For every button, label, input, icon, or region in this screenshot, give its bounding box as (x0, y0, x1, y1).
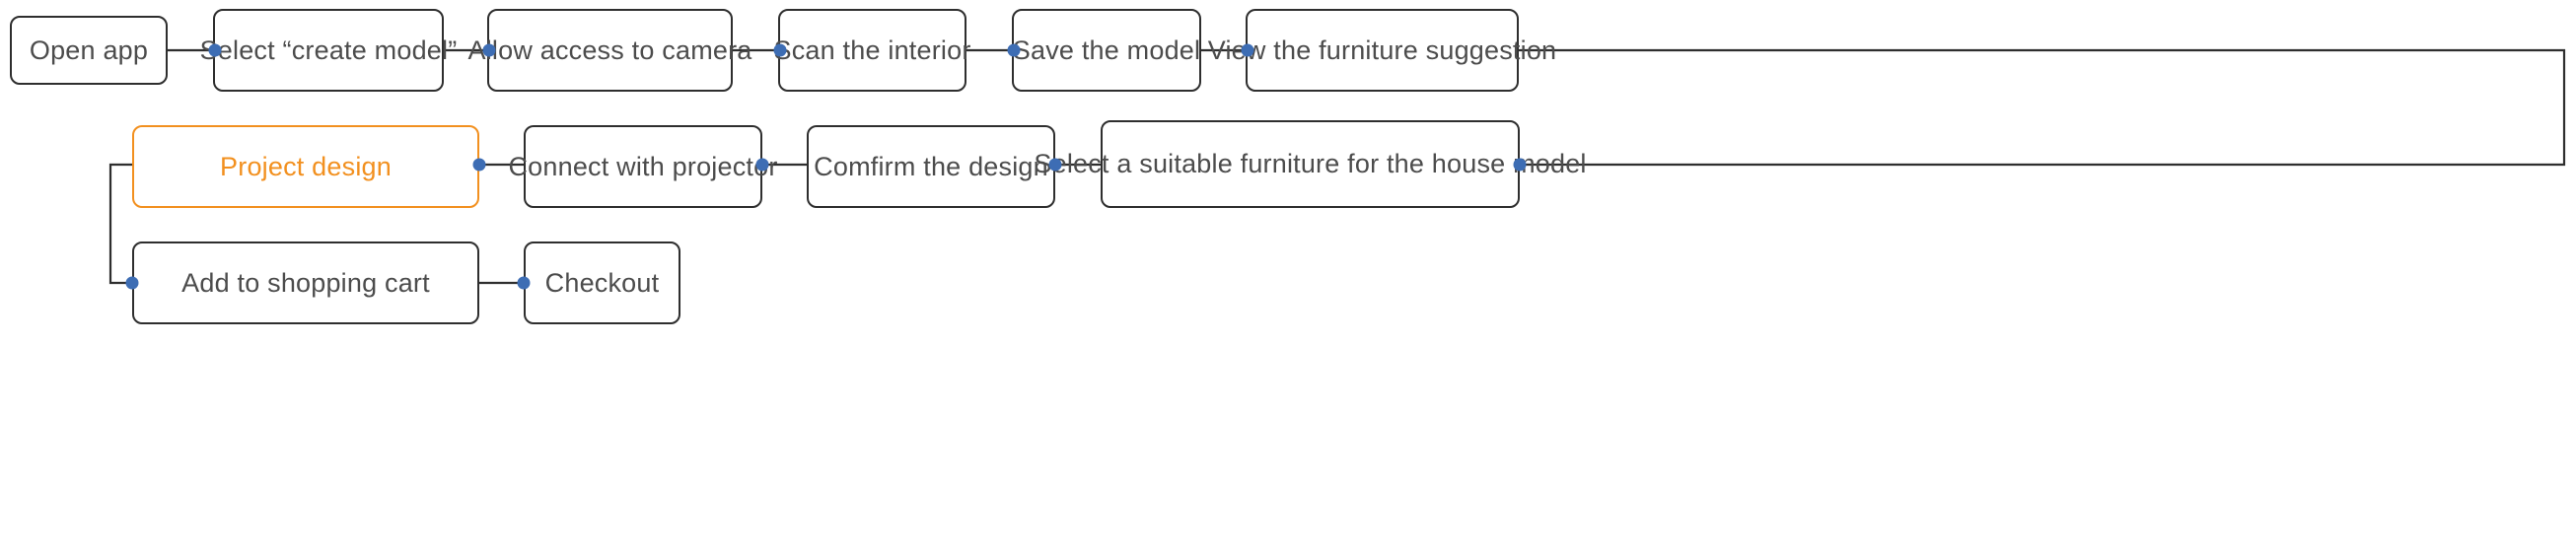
connector-endpoint-dot-scan-interior-to-save-model[interactable] (1007, 43, 1021, 57)
connector-endpoint-dot-add-to-cart-to-checkout[interactable] (517, 276, 531, 290)
connector-endpoint-dot-connect-projector-to-project-design[interactable] (472, 158, 486, 172)
node-project-design[interactable]: Project design (132, 125, 479, 208)
connector-endpoint-dot-select-furniture-to-confirm-design[interactable] (1048, 158, 1062, 172)
node-label-scan-interior: Scan the interior (773, 34, 971, 65)
node-label-confirm-design: Comfirm the design (814, 151, 1048, 181)
node-label-save-model: Save the model (1012, 34, 1201, 65)
connector-view-suggestion-to-select-furniture (1517, 48, 2566, 167)
connector-project-design-to-add-to-cart (108, 163, 134, 285)
node-confirm-design[interactable]: Comfirm the design (807, 125, 1055, 208)
node-select-furniture[interactable]: Select a suitable furniture for the hous… (1034, 120, 1586, 208)
node-label-view-suggestion: View the furniture suggestion (1207, 34, 1557, 65)
node-label-select-furniture: Select a suitable furniture for the hous… (1034, 149, 1587, 179)
connector-endpoint-dot-project-design-to-add-to-cart[interactable] (125, 276, 139, 290)
connector-endpoint-dot-view-suggestion-to-select-furniture[interactable] (1513, 158, 1527, 172)
node-add-to-cart[interactable]: Add to shopping cart (132, 242, 479, 324)
node-label-allow-camera: Allow access to camera (467, 34, 752, 65)
connector-endpoint-dot-save-model-to-view-suggestion[interactable] (1241, 43, 1254, 57)
node-save-model[interactable]: Save the model (1012, 9, 1201, 92)
node-view-suggestion[interactable]: View the furniture suggestion (1208, 9, 1556, 92)
node-label-open-app: Open app (29, 34, 149, 65)
connector-endpoint-dot-open-app-to-select-create[interactable] (208, 43, 222, 57)
connector-endpoint-dot-allow-camera-to-scan-interior[interactable] (773, 43, 787, 57)
connector-endpoint-dot-select-create-to-allow-camera[interactable] (482, 43, 496, 57)
node-scan-interior[interactable]: Scan the interior (774, 9, 970, 92)
node-connect-projector[interactable]: Connect with projector (508, 125, 777, 208)
node-label-add-to-cart: Add to shopping cart (181, 267, 430, 298)
node-label-select-create: Select “create model” (199, 34, 458, 65)
node-label-project-design: Project design (220, 151, 392, 181)
node-select-create[interactable]: Select “create model” (200, 9, 457, 92)
node-open-app[interactable]: Open app (10, 16, 168, 85)
node-label-connect-projector: Connect with projector (508, 151, 778, 181)
node-label-checkout: Checkout (544, 267, 660, 298)
node-allow-camera[interactable]: Allow access to camera (468, 9, 751, 92)
connector-endpoint-dot-confirm-design-to-connect-projector[interactable] (755, 158, 769, 172)
node-checkout[interactable]: Checkout (524, 242, 680, 324)
